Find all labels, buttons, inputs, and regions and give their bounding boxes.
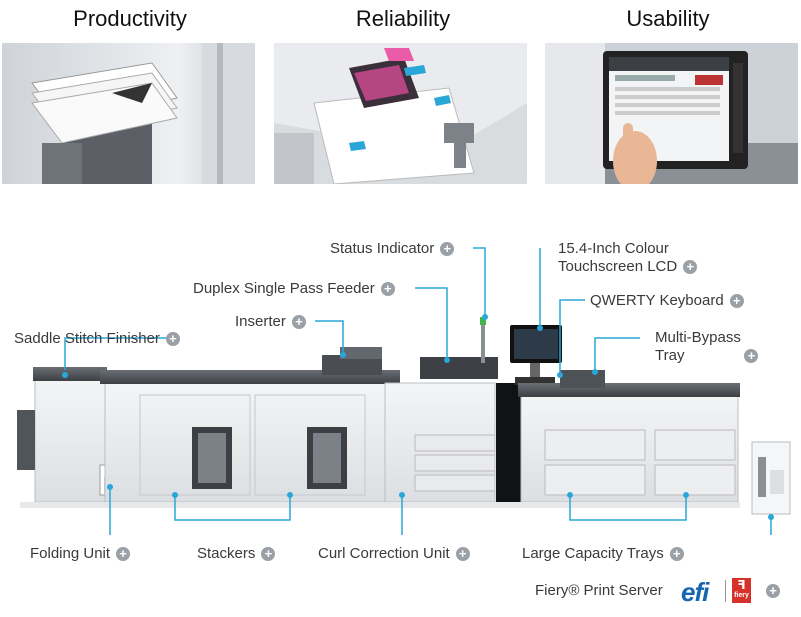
expand-plus-icon[interactable]: + bbox=[165, 332, 180, 347]
fiery-logo: ꟻ fiery bbox=[732, 578, 751, 603]
expand-plus-icon[interactable]: + bbox=[291, 315, 306, 330]
callout-status-indicator[interactable]: Status Indicator + bbox=[330, 240, 455, 258]
expand-plus-icon[interactable]: + bbox=[455, 547, 470, 562]
callout-label: Status Indicator bbox=[330, 240, 435, 257]
callout-large-capacity-trays[interactable]: Large Capacity Trays + bbox=[522, 545, 684, 563]
callout-label: QWERTY Keyboard bbox=[590, 292, 724, 309]
callout-label: Stackers bbox=[197, 545, 256, 562]
callout-label: Inserter bbox=[235, 313, 286, 330]
callout-duplex-feeder[interactable]: Duplex Single Pass Feeder + bbox=[193, 280, 395, 298]
callout-curl-correction[interactable]: Curl Correction Unit + bbox=[318, 545, 470, 563]
callout-multi-bypass-tray[interactable]: Multi-Bypass Tray + bbox=[655, 329, 759, 365]
expand-plus-icon[interactable]: + bbox=[766, 584, 780, 598]
expand-plus-icon[interactable]: + bbox=[744, 349, 759, 364]
expand-plus-icon[interactable]: + bbox=[683, 260, 698, 275]
expand-plus-icon[interactable]: + bbox=[380, 282, 395, 297]
usability-image bbox=[545, 43, 798, 184]
callout-label-line2: Tray bbox=[655, 347, 685, 364]
callout-qwerty-keyboard[interactable]: QWERTY Keyboard + bbox=[590, 292, 744, 310]
callout-label-line1: Multi-Bypass bbox=[655, 329, 741, 346]
reliability-image bbox=[274, 43, 527, 184]
logo-divider bbox=[725, 580, 726, 602]
expand-plus-icon[interactable]: + bbox=[116, 547, 131, 562]
callout-saddle-stitch[interactable]: Saddle Stitch Finisher + bbox=[14, 330, 180, 348]
callout-label: Folding Unit bbox=[30, 545, 111, 562]
fiery-logo-text: fiery bbox=[734, 592, 749, 599]
callout-touchscreen[interactable]: 15.4-Inch Colour Touchscreen LCD + bbox=[558, 240, 698, 276]
callout-folding-unit[interactable]: Folding Unit + bbox=[30, 545, 131, 563]
callout-fiery-server[interactable]: Fiery® Print Server bbox=[535, 582, 663, 600]
callout-label-line1: 15.4-Inch Colour bbox=[558, 240, 669, 257]
feature-title-productivity: Productivity bbox=[73, 6, 187, 31]
expand-plus-icon[interactable]: + bbox=[261, 547, 276, 562]
callout-inserter[interactable]: Inserter + bbox=[235, 313, 306, 331]
efi-logo: efi bbox=[681, 577, 709, 607]
callout-label: Fiery® Print Server bbox=[535, 582, 663, 599]
feature-title-reliability: Reliability bbox=[355, 6, 451, 31]
callout-label: Curl Correction Unit bbox=[318, 545, 450, 562]
callout-stackers[interactable]: Stackers + bbox=[197, 545, 276, 563]
fiery-logo-mark: ꟻ bbox=[737, 578, 746, 592]
printer-system-diagram bbox=[17, 247, 791, 535]
expand-plus-icon[interactable]: + bbox=[729, 294, 744, 309]
feature-title-usability: Usability bbox=[626, 6, 710, 31]
expand-plus-icon[interactable]: + bbox=[440, 242, 455, 257]
callout-label: Duplex Single Pass Feeder bbox=[193, 280, 375, 297]
callout-label: Large Capacity Trays bbox=[522, 545, 664, 562]
expand-plus-icon[interactable]: + bbox=[669, 547, 684, 562]
callout-label: Saddle Stitch Finisher bbox=[14, 330, 160, 347]
callout-label-line2: Touchscreen LCD bbox=[558, 258, 678, 275]
productivity-image bbox=[2, 43, 255, 184]
